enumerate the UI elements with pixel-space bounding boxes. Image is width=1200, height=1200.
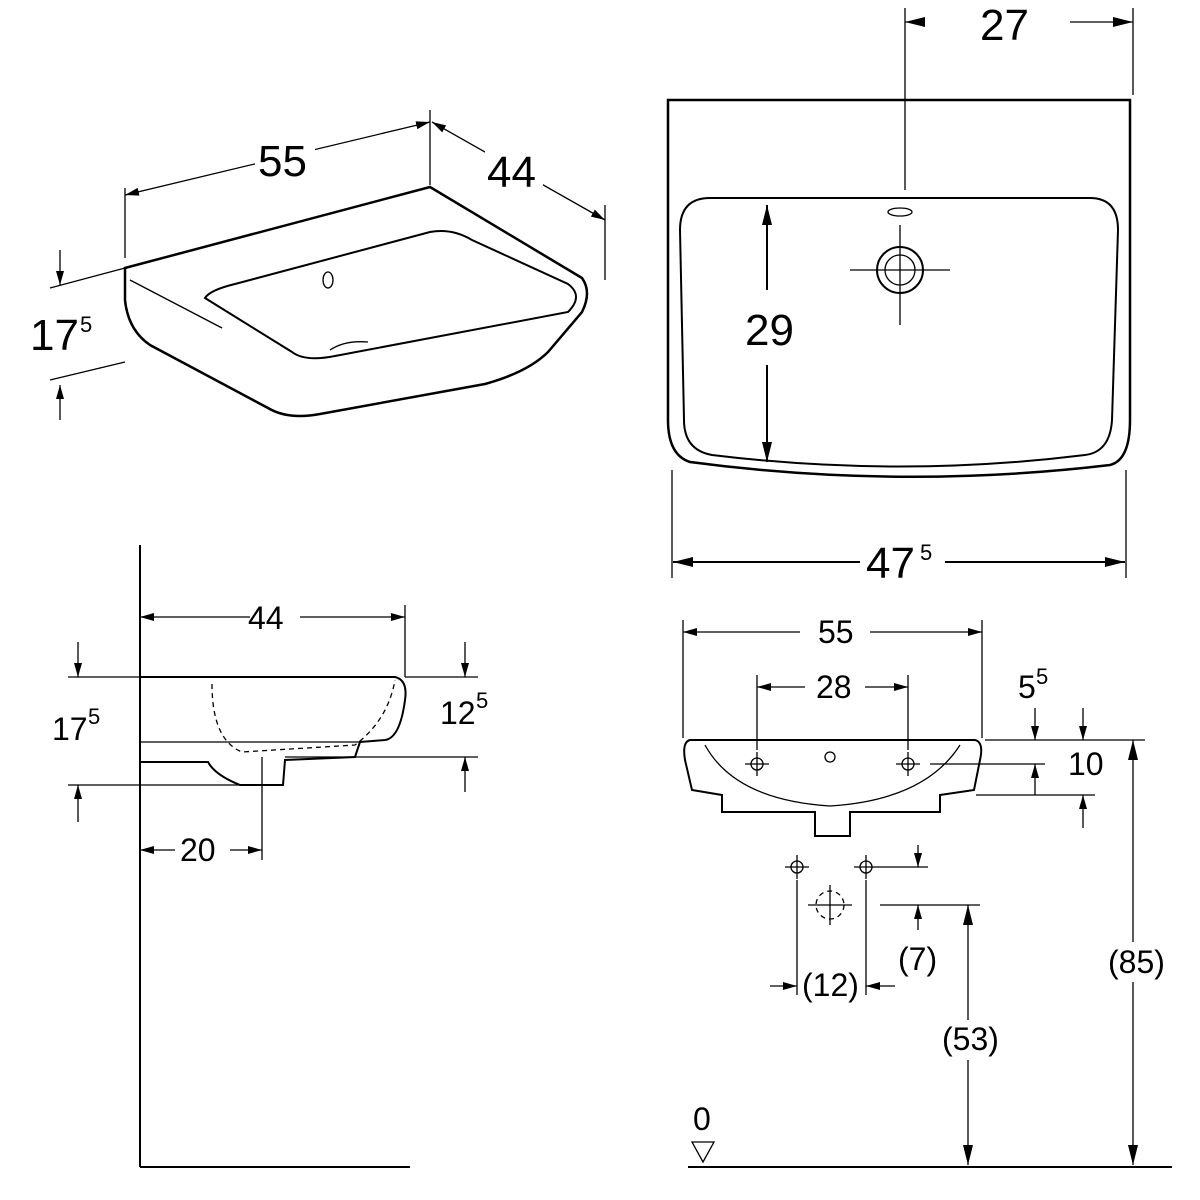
rim-edge [129,279,223,329]
supply-cross-right [854,855,878,879]
isometric-view: 55 44 17 5 [30,110,606,420]
tap-hole [322,271,334,289]
label-tap-spacing: 28 [816,669,852,705]
basin-bowl [203,230,577,360]
label-rim: 5 [1018,669,1036,705]
label-height: 17 [52,711,88,747]
label-supply-spacing: (12) [802,967,859,1003]
tap-cross-left [745,752,769,776]
label-rim-height: 12 [440,695,476,731]
front-view: 55 28 5 5 10 (7) (12) (53) (85) [682,614,1172,1168]
supply-cross-left [785,855,809,879]
label-depth: 44 [487,148,536,197]
side-view: 44 17 5 12 5 20 [52,545,488,1168]
label-width: 47 [866,539,915,588]
label-rim-height: (85) [1108,944,1165,980]
drain [329,341,369,351]
svg-text:5: 5 [1036,664,1048,689]
plan-outline [666,98,1132,479]
label-waste-offset: 20 [180,832,216,868]
label-waste-height: (53) [942,1021,999,1057]
label-bowl-height: 10 [1068,746,1104,782]
label-width: 55 [818,614,854,650]
label-width: 55 [258,137,307,186]
label-bowl-depth: 29 [745,306,794,355]
label-depth: 44 [248,600,284,636]
label-tap-offset: 27 [980,1,1029,50]
svg-text:5: 5 [920,540,932,565]
basin-outline [123,185,589,418]
tap-cross-right [896,752,920,776]
svg-text:5: 5 [476,688,488,713]
label-height: 17 [30,311,79,360]
svg-text:5: 5 [88,704,100,729]
svg-text:5: 5 [80,312,92,337]
label-floor-level: 0 [693,1101,711,1137]
waste-outlet [808,885,852,925]
label-supply-rise: (7) [898,941,937,977]
plan-view: 27 29 47 5 [666,1,1134,588]
floor-level-marker-icon [690,1141,716,1164]
plan-bowl [678,197,1120,468]
